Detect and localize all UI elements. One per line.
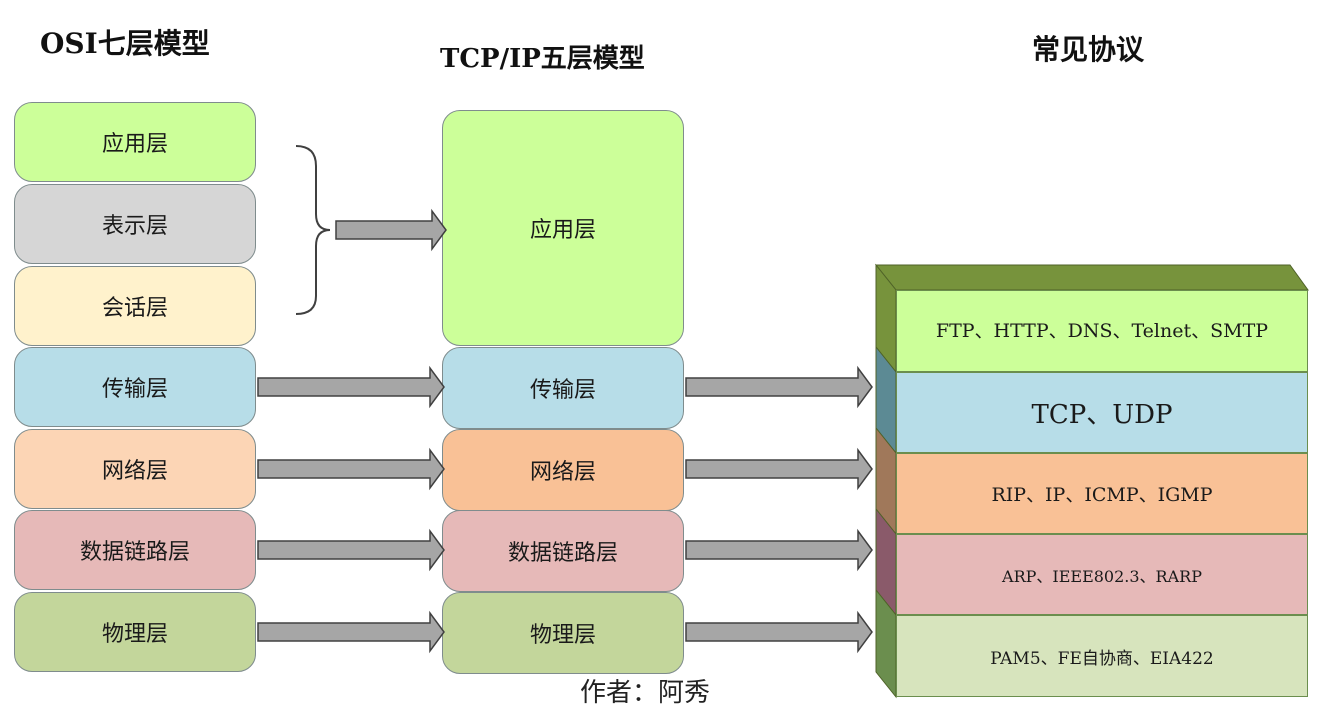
protocols-application-text: FTP、HTTP、DNS、Telnet、SMTP [935, 320, 1269, 342]
tcpip-datalink-layer: 数据链路层 [442, 510, 684, 592]
osi-session-layer: 会话层 [14, 266, 256, 346]
tcpip-application-label: 应用层 [529, 218, 596, 243]
protocols-transport: TCP、UDP [896, 372, 1308, 453]
osi-datalink-layer: 数据链路层 [14, 510, 256, 590]
osi-application-layer: 应用层 [14, 102, 256, 182]
protocols-physical-text: PAM5、FE自协商、EIA422 [990, 648, 1214, 669]
osi-datalink-label: 数据链路层 [79, 540, 190, 565]
osi-transport-label: 传输层 [101, 377, 168, 402]
tcpip-application-layer: 应用层 [442, 110, 684, 346]
osi-application-label: 应用层 [101, 132, 168, 157]
author-caption: 作者：阿秀 [580, 678, 711, 708]
protocols-heading: 常见协议 [1032, 33, 1145, 66]
arrow-tcp-proto-physical [685, 610, 873, 654]
osi-physical-layer: 物理层 [14, 592, 256, 672]
osi-presentation-label: 表示层 [101, 214, 168, 239]
tcpip-transport-layer: 传输层 [442, 347, 684, 429]
osi-physical-label: 物理层 [101, 622, 168, 647]
osi-network-layer: 网络层 [14, 429, 256, 509]
tcpip-network-label: 网络层 [529, 460, 596, 485]
protocol-stack-top-face [874, 264, 1309, 291]
osi-presentation-layer: 表示层 [14, 184, 256, 264]
brace-icon [295, 145, 331, 315]
osi-session-label: 会话层 [101, 296, 168, 321]
protocols-datalink: ARP、IEEE802.3、RARP [896, 534, 1308, 615]
protocols-network-text: RIP、IP、ICMP、IGMP [991, 484, 1213, 506]
tcpip-transport-label: 传输层 [529, 378, 596, 403]
osi-network-label: 网络层 [101, 459, 168, 484]
arrow-tcp-proto-transport [685, 365, 873, 409]
arrow-osi-tcp-datalink [257, 528, 445, 572]
arrow-osi-tcp-physical [257, 610, 445, 654]
tcpip-datalink-label: 数据链路层 [507, 541, 618, 566]
arrow-osi-tcp-transport [257, 365, 445, 409]
arrow-tcp-proto-datalink [685, 528, 873, 572]
tcpip-physical-label: 物理层 [529, 623, 596, 648]
arrow-osi-tcp-network [257, 447, 445, 491]
tcpip-model-heading: TCP/IP五层模型 [440, 44, 645, 74]
osi-transport-layer: 传输层 [14, 347, 256, 427]
protocols-network: RIP、IP、ICMP、IGMP [896, 453, 1308, 534]
arrow-tcp-proto-network [685, 447, 873, 491]
protocols-application: FTP、HTTP、DNS、Telnet、SMTP [896, 290, 1308, 372]
protocols-transport-text: TCP、UDP [1031, 400, 1173, 430]
protocols-datalink-text: ARP、IEEE802.3、RARP [1002, 566, 1202, 586]
protocols-physical: PAM5、FE自协商、EIA422 [896, 615, 1308, 697]
tcpip-physical-layer: 物理层 [442, 592, 684, 674]
tcpip-network-layer: 网络层 [442, 429, 684, 511]
arrow-upper-layers [335, 208, 447, 252]
osi-model-heading: OSI七层模型 [40, 27, 210, 60]
protocol-stack-side-physical [875, 588, 897, 699]
